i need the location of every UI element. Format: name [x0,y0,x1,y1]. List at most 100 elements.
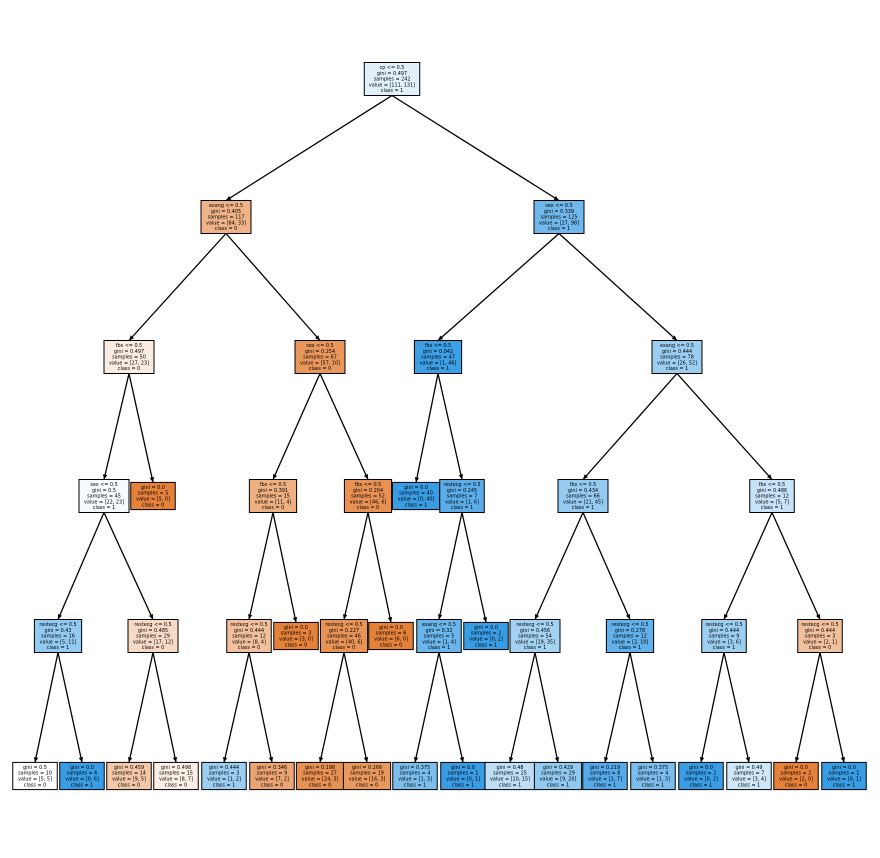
node-text-line: class = 1 [71,782,93,788]
node-text-line: class = 1 [619,645,641,651]
edge-n10-n19 [343,512,369,620]
node-text-line: class = 0 [24,782,46,788]
node-text-line: value = [3, 0] [279,637,313,643]
node-text-line: gini = 0.444 [234,628,264,634]
node-text-line: class = 0 [261,782,283,788]
node-text-line: value = [40, 6] [326,639,363,645]
node-text-line: class = 0 [380,642,402,648]
node-box [413,340,463,374]
node-text-line: samples = 6 [376,631,407,637]
node-text-line: gini = 0.278 [615,628,645,634]
node-text-line: gini = 0.0 [689,765,713,771]
edge-n25-n41 [700,652,725,763]
node-text-line: value = [84, 33] [206,220,246,226]
node-text-line: value = [5, 11] [40,639,77,645]
node-text-line: class = 1 [738,782,760,788]
edge-n23-n38 [534,652,559,763]
node-text-line: gini = 0.266 [352,765,382,771]
node-text-line: samples = 52 [351,494,385,500]
edge-arrowhead [363,474,368,480]
node-text-line: samples = 46 [327,634,361,640]
node-box [343,479,393,513]
node-text-line: samples = 45 [87,494,121,500]
node-box [509,619,561,653]
node-text-line: value = [27, 23] [109,360,149,366]
node-text-line: value = [1, 7] [588,777,622,783]
node-text-line: samples = 3 [209,771,240,777]
edge-n6-n13 [582,373,678,480]
edge-n4-n9 [272,373,321,480]
node-text-line: fbs <= 0.5 [116,343,142,349]
node-text-line: gini = 0.459 [114,765,144,771]
node-box [78,479,130,513]
node-box [391,481,441,511]
edge-arrowhead [625,614,631,620]
node-text-line: value = [111, 131] [369,82,415,88]
node-box [701,619,747,653]
edge-arrowhead [438,335,444,341]
edge-arrowhead [414,477,420,483]
edge-arrowhead [553,195,559,201]
edge-n21-n35 [414,652,440,763]
node-text-line: class = 1 [499,782,521,788]
node-text-line: gini = 0.498 [161,765,191,771]
edge-n14-n26 [771,512,821,620]
node-text-line: samples = 4 [638,771,669,777]
edge-n26-n43 [795,652,821,763]
node-text-line: class = 0 [215,226,237,232]
node-text-line: samples = 6 [67,771,98,777]
node-text-line: gini = 0.204 [353,488,383,494]
node-text-line: samples = 40 [399,491,433,497]
node-text-line: exang <= 0.5 [660,343,694,349]
node-text-line: value = [2, 1] [803,639,837,645]
edge-arrowhead [413,757,419,763]
node-text-line: gini = 0.5 [23,765,47,771]
edge-n19-n34 [343,652,368,763]
edge-n10-n20 [367,512,392,623]
node-text-line: samples = 29 [136,634,170,640]
node-text-line: value = [2, 0] [779,777,813,783]
node-text-line: value = [21, 45] [563,499,603,505]
edge-arrowhead [745,757,751,763]
node-text-line: samples = 54 [518,634,552,640]
node-text-line: value = [1, 3] [636,777,670,783]
edge-n16-n29 [128,652,154,763]
node-text-line: samples = 12 [232,634,266,640]
edge-n1-n3 [128,233,227,341]
edge-arrowhead [554,757,560,763]
edge-arrowhead [33,757,39,763]
node-text-line: fbs <= 0.5 [570,482,596,488]
node-text-line: gini = 0.0 [451,765,475,771]
node-text-line: gini = 0.444 [662,349,692,355]
node-box [295,761,345,791]
node-text-line: class = 1 [47,645,69,651]
node-box [201,761,247,791]
node-text-line: samples = 25 [493,771,527,777]
edge-n2-n6 [558,233,678,341]
node-box [416,619,462,653]
edge-n17-n32 [248,652,273,763]
node-box [533,761,583,791]
edge-n2-n5 [437,233,560,341]
node-text-line: class = 0 [142,645,164,651]
edge-n24-n39 [604,652,631,763]
node-text-line: samples = 125 [541,215,578,221]
edge-n25-n42 [723,652,750,763]
node-box [582,761,628,791]
node-text-line: samples = 12 [755,494,789,500]
node-text-line: class = 1 [690,782,712,788]
node-text-line: gini = 0.497 [114,349,144,355]
edge-arrowhead [57,614,62,620]
node-text-line: gini = 0.456 [520,628,550,634]
node-box [749,479,795,513]
